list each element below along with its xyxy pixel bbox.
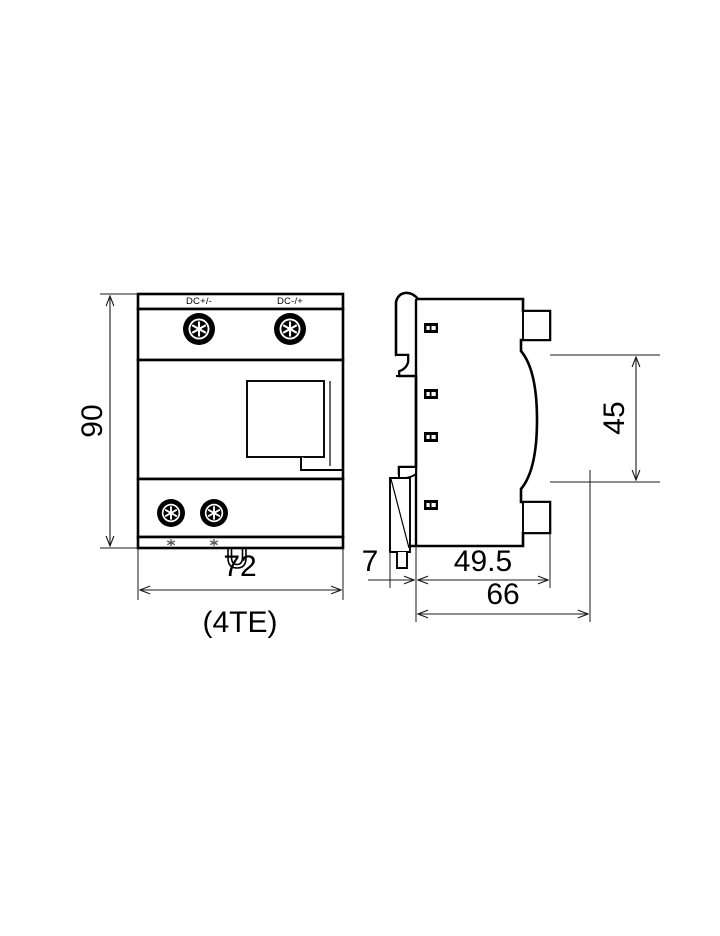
front-bottom-strip [136,535,345,550]
dimension-label-45: 45 [598,401,631,434]
front-upper-terminal-block [136,307,345,362]
vent-mark [424,389,438,399]
dimension-label-7: 7 [362,545,379,578]
dimension-label-72: 72 [223,550,256,583]
indicator-module [246,380,343,471]
side-lower-terminal-boss [522,501,551,534]
side-view [389,291,552,569]
terminal-dc-plus-minus [183,313,215,345]
front-view: DC+/- DC-/+ [136,292,345,569]
port-label-dc-plus-minus: DC+/- [186,296,212,307]
dimension-label-49-5: 49.5 [454,545,512,578]
vent-mark [424,500,438,510]
ground-wire-loop [227,548,247,569]
indicator-module-tab [300,457,343,471]
indicator-module-window [246,380,325,458]
dimension-width-72: 72 (4TE) [137,548,344,639]
ground-marker-right-icon [209,539,219,546]
din-clip-tab [396,552,408,569]
vent-mark [424,323,438,333]
vent-mark [424,432,438,442]
side-vent-marks [424,323,438,510]
dimension-depth-49-5: 49.5 [415,533,551,588]
dimension-label-90: 90 [76,404,109,437]
ground-marker-left-icon [166,539,176,546]
front-top-label-strip [136,292,345,311]
dimension-label-66: 66 [486,578,519,611]
side-upper-terminal-boss [522,310,551,341]
port-label-dc-minus-plus: DC-/+ [277,296,303,307]
dimension-depth-66: 66 [415,470,591,622]
din-clip-upper-lip [396,354,409,377]
dimension-height-90: 90 [76,293,138,549]
terminal-ground-left [157,499,185,527]
din-rail-clip [389,466,417,569]
terminal-ground-right [200,499,228,527]
dimension-label-4te: (4TE) [203,606,278,639]
din-clip-spring-line [390,478,410,549]
terminal-dc-minus-plus [274,313,306,345]
din-clip-lower-lip [398,466,417,480]
dimension-height-45: 45 [550,354,660,483]
